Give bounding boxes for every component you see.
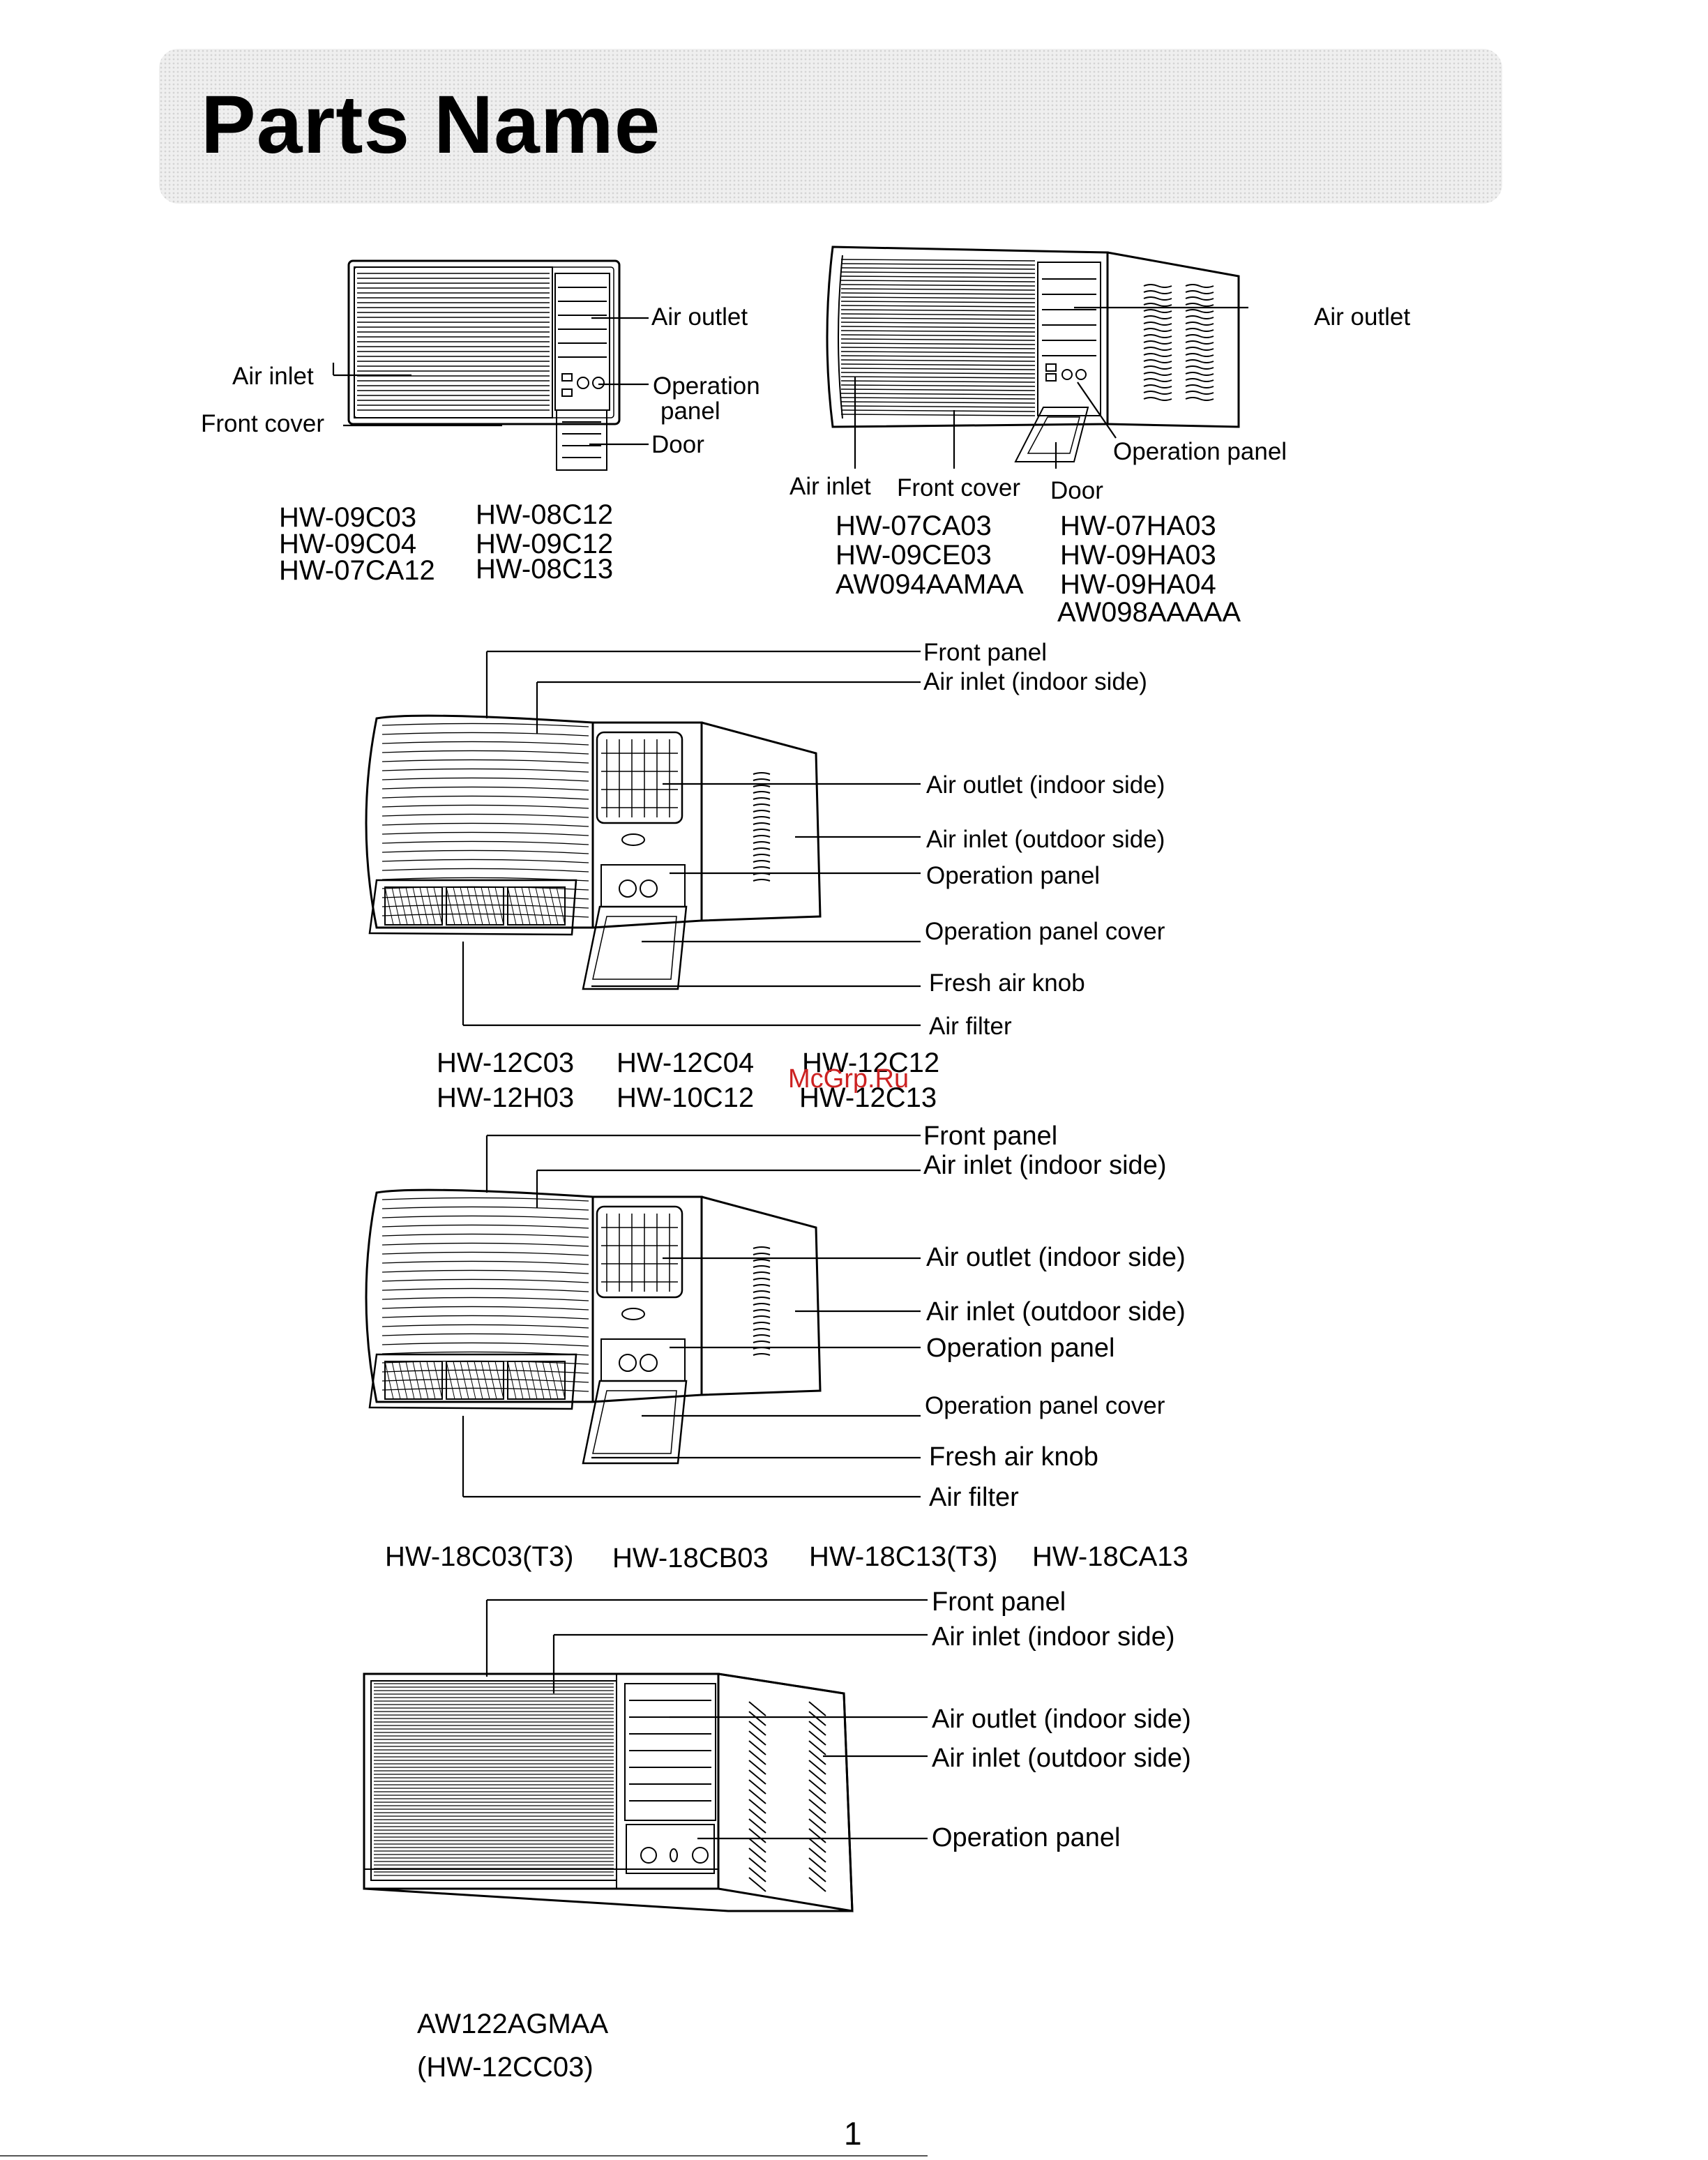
model-number: AW098AAAAA xyxy=(1057,597,1241,628)
model-number: HW-18C03(T3) xyxy=(385,1541,574,1572)
model-number: HW-08C12 xyxy=(476,499,614,530)
label-front-panel: Front panel xyxy=(923,1121,1058,1151)
model-number: HW-10C12 xyxy=(617,1082,755,1113)
label-fresh-air-knob: Fresh air knob xyxy=(929,969,1085,997)
label-air-inlet-outdoor: Air inlet (outdoor side) xyxy=(932,1744,1191,1773)
label-front-panel: Front panel xyxy=(932,1587,1066,1617)
model-number: HW-12C03 xyxy=(437,1048,575,1078)
model-number: HW-07CA03 xyxy=(836,511,992,541)
model-number: HW-09HA03 xyxy=(1060,540,1216,571)
label-operation-panel-cover: Operation panel cover xyxy=(925,918,1165,945)
label-operation-panel: Operation panel xyxy=(926,862,1101,889)
watermark: McGrp.Ru xyxy=(788,1064,909,1094)
page-title: Parts Name xyxy=(201,79,661,171)
model-number: HW-12C12 xyxy=(802,1048,940,1078)
label-air-inlet-indoor: Air inlet (indoor side) xyxy=(923,1151,1167,1180)
model-number: HW-07HA03 xyxy=(1060,511,1216,541)
model-number: HW-09C03 xyxy=(279,502,417,533)
label-fresh-air-knob: Fresh air knob xyxy=(929,1442,1098,1472)
label-air-outlet-indoor: Air outlet (indoor side) xyxy=(926,771,1165,799)
model-number: HW-12C04 xyxy=(617,1048,755,1078)
model-number: HW-09HA04 xyxy=(1060,569,1216,600)
model-number: HW-09C04 xyxy=(279,529,417,559)
label-operation-panel: Operation panel xyxy=(1113,438,1287,465)
label-air-outlet-indoor: Air outlet (indoor side) xyxy=(926,1243,1186,1272)
label-operation: Operation xyxy=(653,372,760,400)
label-front-cover: Front cover xyxy=(897,474,1020,501)
label-air-inlet-indoor: Air inlet (indoor side) xyxy=(932,1622,1175,1652)
model-number: AW094AAMAA xyxy=(836,569,1024,600)
label-panel: panel xyxy=(660,398,720,425)
model-number: AW122AGMAA xyxy=(417,2009,609,2039)
title-banner xyxy=(159,49,1502,204)
label-air-inlet-outdoor: Air inlet (outdoor side) xyxy=(926,826,1165,853)
model-number: HW-12H03 xyxy=(437,1082,575,1113)
label-air-filter: Air filter xyxy=(929,1013,1012,1040)
model-number: HW-18CA13 xyxy=(1032,1541,1188,1572)
label-operation-panel: Operation panel xyxy=(932,1823,1121,1852)
model-number: HW-09CE03 xyxy=(836,540,992,571)
model-number: HW-09C12 xyxy=(476,529,614,559)
model-number: HW-07CA12 xyxy=(279,555,435,586)
label-air-inlet: Air inlet xyxy=(232,363,314,390)
label-operation-panel-cover: Operation panel cover xyxy=(925,1392,1165,1419)
label-air-inlet: Air inlet xyxy=(789,473,871,500)
label-air-inlet-indoor: Air inlet (indoor side) xyxy=(923,668,1147,695)
label-front-panel: Front panel xyxy=(923,639,1048,666)
label-air-outlet: Air outlet xyxy=(651,303,748,331)
label-air-outlet-indoor: Air outlet (indoor side) xyxy=(932,1705,1191,1734)
model-number: HW-08C13 xyxy=(476,554,614,584)
label-air-filter: Air filter xyxy=(929,1483,1019,1512)
label-air-outlet: Air outlet xyxy=(1314,303,1411,331)
page-number: 1 xyxy=(844,2115,862,2152)
label-door: Door xyxy=(651,431,704,458)
model-number: (HW-12CC03) xyxy=(417,2052,594,2083)
label-front-cover: Front cover xyxy=(201,410,324,437)
model-number: HW-18CB03 xyxy=(612,1543,769,1573)
label-air-inlet-outdoor: Air inlet (outdoor side) xyxy=(926,1297,1186,1327)
model-number: HW-18C13(T3) xyxy=(809,1541,998,1572)
footer-rule xyxy=(0,2155,928,2157)
model-number: HW-12C13 xyxy=(799,1082,937,1113)
label-door: Door xyxy=(1050,477,1103,504)
label-operation-panel: Operation panel xyxy=(926,1334,1115,1363)
